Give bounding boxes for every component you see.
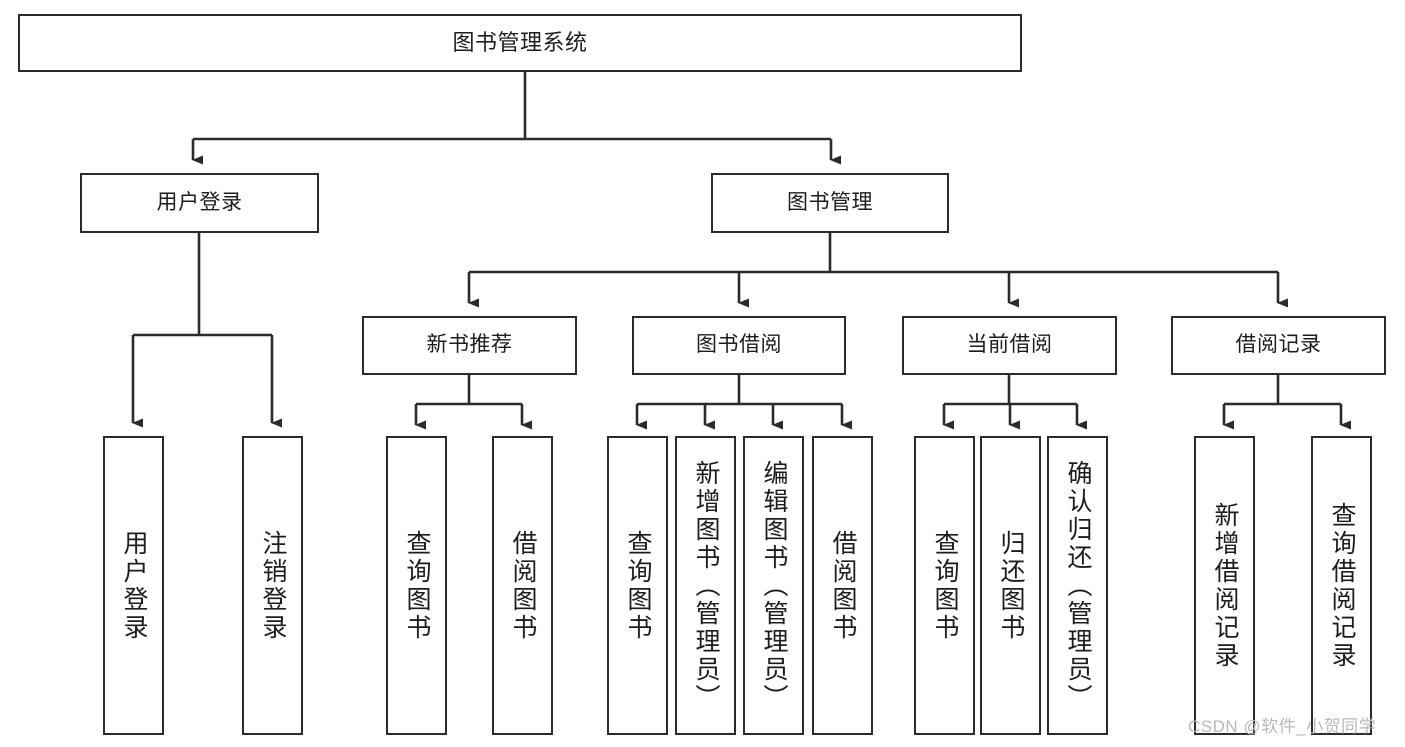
node-leaf-borrow-book-recommend[interactable]: 借阅图书 (492, 436, 553, 735)
node-leaf-query-book-borrow[interactable]: 查询图书 (607, 436, 668, 735)
node-leaf-query-borrow-record[interactable]: 查询借阅记录 (1311, 436, 1372, 735)
node-label: 图书借阅 (696, 333, 782, 357)
node-leaf-add-borrow-record[interactable]: 新增借阅记录 (1194, 436, 1255, 735)
node-leaf-confirm-return[interactable]: 确认归还（管理员） (1047, 436, 1108, 735)
node-leaf-query-book-recommend[interactable]: 查询图书 (386, 436, 447, 735)
node-label: 用户登录 (120, 529, 148, 642)
node-label: 用户登录 (156, 190, 243, 214)
node-label: 查询图书 (931, 529, 959, 642)
node-label: 编辑图书（管理员） (760, 459, 788, 712)
node-label: 图书管理系统 (452, 30, 588, 56)
node-leaf-borrow-book[interactable]: 借阅图书 (812, 436, 873, 735)
node-label: 图书管理 (787, 190, 873, 214)
node-root-book-management-system[interactable]: 图书管理系统 (18, 14, 1022, 72)
node-user-login[interactable]: 用户登录 (80, 173, 319, 233)
node-label: 查询图书 (624, 529, 652, 642)
node-leaf-add-book[interactable]: 新增图书（管理员） (675, 436, 736, 735)
node-label: 借阅图书 (509, 529, 537, 642)
node-leaf-query-book-current[interactable]: 查询图书 (914, 436, 975, 735)
csdn-watermark: CSDN @软件_小贺同学 (1188, 717, 1377, 736)
node-label: 注销登录 (259, 529, 287, 642)
node-book-management[interactable]: 图书管理 (711, 173, 949, 233)
node-label: 借阅记录 (1235, 333, 1322, 357)
node-label: 查询借阅记录 (1328, 501, 1356, 670)
node-label: 借阅图书 (829, 529, 857, 642)
node-leaf-edit-book[interactable]: 编辑图书（管理员） (743, 436, 804, 735)
node-label: 查询图书 (403, 529, 431, 642)
node-label: 新增图书（管理员） (692, 459, 720, 712)
node-new-book-recommend[interactable]: 新书推荐 (362, 316, 577, 375)
node-book-borrow[interactable]: 图书借阅 (632, 316, 846, 375)
node-current-borrow[interactable]: 当前借阅 (902, 316, 1117, 375)
node-label: 当前借阅 (966, 333, 1053, 357)
node-leaf-logout-login[interactable]: 注销登录 (242, 436, 303, 735)
node-label: 确认归还（管理员） (1064, 459, 1092, 712)
node-label: 归还图书 (997, 529, 1025, 642)
node-label: 新书推荐 (426, 333, 513, 357)
node-label: 新增借阅记录 (1211, 501, 1239, 670)
node-borrow-record[interactable]: 借阅记录 (1171, 316, 1386, 375)
node-leaf-return-book[interactable]: 归还图书 (980, 436, 1041, 735)
node-leaf-user-login[interactable]: 用户登录 (103, 436, 164, 735)
